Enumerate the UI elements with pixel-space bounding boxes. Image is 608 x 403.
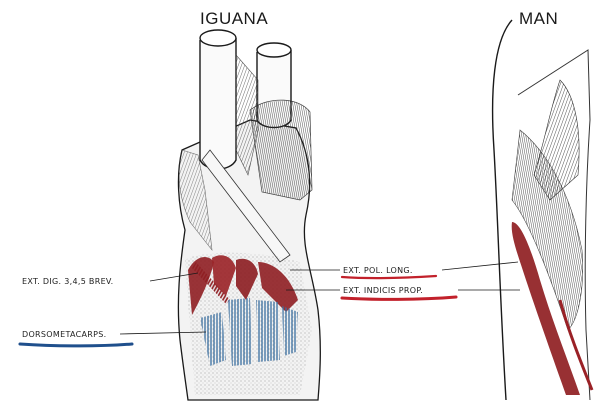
- man-forearm-illustration: [493, 20, 592, 400]
- blue-underline-dorsometacarps: [20, 344, 132, 346]
- label-ext-pol-long: EXT. POL. LONG.: [343, 266, 413, 275]
- iguana-right-bone-cap: [257, 43, 291, 57]
- iguana-forearm-illustration: [178, 30, 320, 400]
- iguana-title: IGUANA: [200, 9, 268, 28]
- leader-ext-pol-right: [442, 262, 518, 270]
- label-ext-dig: EXT. DIG. 3,4,5 BREV.: [22, 277, 114, 286]
- man-title: MAN: [519, 9, 558, 28]
- label-dorsometacarps: DORSOMETACARPS.: [22, 330, 107, 339]
- iguana-left-bone: [200, 38, 236, 169]
- man-arm-outline: [493, 20, 512, 400]
- label-ext-indicis-prop: EXT. INDICIS PROP.: [343, 286, 423, 295]
- red-underline-ext-indicis: [342, 297, 456, 299]
- red-underline-ext-pol: [342, 276, 436, 278]
- iguana-left-bone-cap: [200, 30, 236, 46]
